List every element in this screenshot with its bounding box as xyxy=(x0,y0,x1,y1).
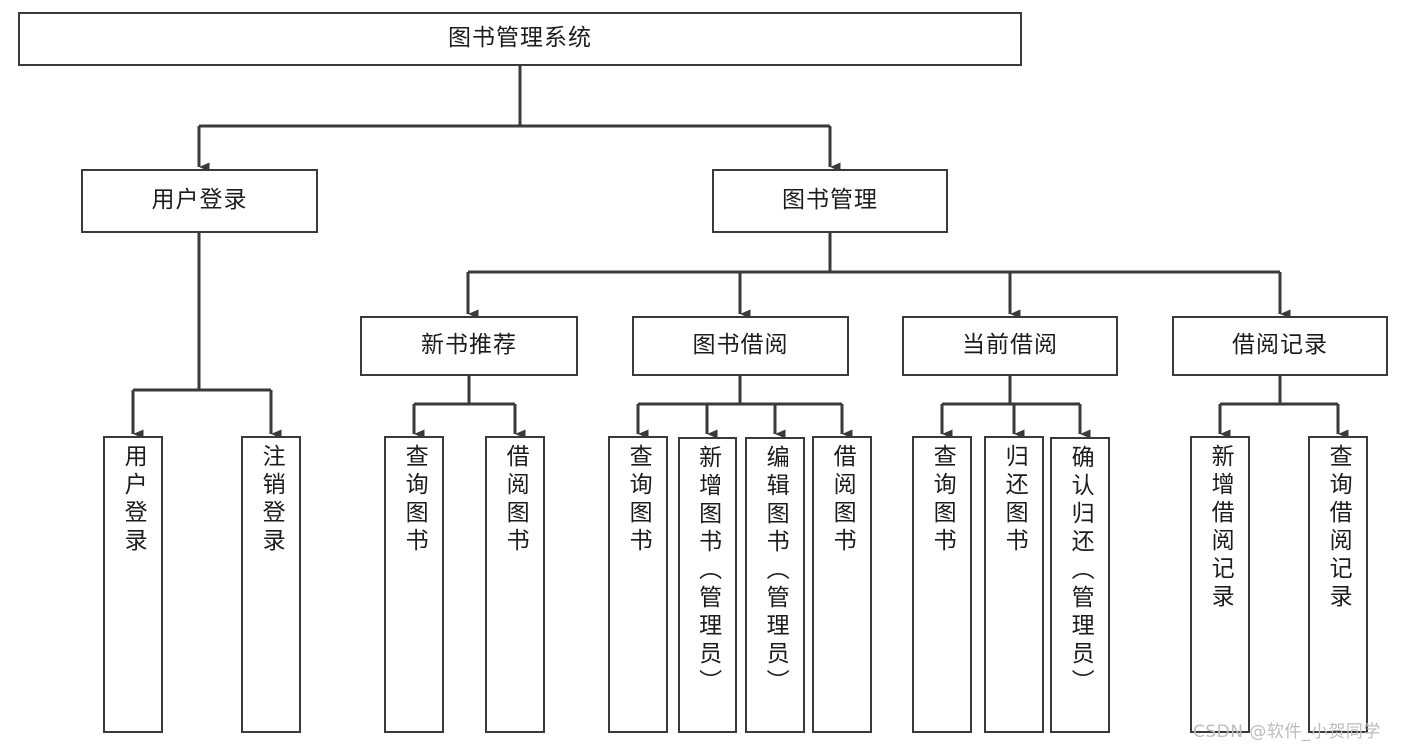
node-label: 注销登录 xyxy=(258,444,285,556)
node-leaf-return-book: 归还图书 xyxy=(984,436,1044,733)
node-leaf-query-book-1: 查询图书 xyxy=(384,436,444,733)
node-leaf-borrow-book-2: 借阅图书 xyxy=(812,436,872,733)
node-leaf-query-book-2: 查询图书 xyxy=(608,436,668,733)
node-label: 查询借阅记录 xyxy=(1325,444,1352,612)
node-label: 查询图书 xyxy=(929,444,956,556)
node-label: 图书管理 xyxy=(782,187,878,214)
node-label: 用户登录 xyxy=(120,444,147,556)
node-leaf-logout: 注销登录 xyxy=(241,436,301,733)
node-label: 用户登录 xyxy=(151,187,248,214)
node-book-borrow: 图书借阅 xyxy=(632,316,849,376)
node-leaf-query-record: 查询借阅记录 xyxy=(1308,436,1368,733)
node-leaf-add-book: 新增图书（管理员） xyxy=(678,437,737,733)
node-label: 借阅图书 xyxy=(829,444,856,556)
node-label: 图书借阅 xyxy=(692,332,789,359)
node-label: 确认归还（管理员） xyxy=(1067,445,1094,697)
node-label: 归还图书 xyxy=(1001,444,1028,556)
node-leaf-borrow-book-1: 借阅图书 xyxy=(485,436,545,733)
node-book-manage: 图书管理 xyxy=(712,169,948,233)
node-label: 新书推荐 xyxy=(421,332,517,359)
node-leaf-edit-book: 编辑图书（管理员） xyxy=(745,437,805,733)
node-label: 当前借阅 xyxy=(962,332,1058,359)
node-label: 查询图书 xyxy=(625,444,652,556)
node-borrow-record: 借阅记录 xyxy=(1172,316,1388,376)
connector-lines xyxy=(131,66,1349,439)
node-new-book-recommend: 新书推荐 xyxy=(360,316,578,376)
node-leaf-add-record: 新增借阅记录 xyxy=(1190,436,1250,733)
node-leaf-user-login: 用户登录 xyxy=(103,436,163,733)
node-current-borrow: 当前借阅 xyxy=(902,316,1118,376)
node-user-login: 用户登录 xyxy=(81,169,318,233)
node-label: 借阅记录 xyxy=(1232,332,1328,359)
node-label: 新增图书（管理员） xyxy=(694,445,721,697)
node-label: 新增借阅记录 xyxy=(1207,444,1234,612)
node-label: 图书管理系统 xyxy=(448,25,592,52)
node-root-图书管理系统: 图书管理系统 xyxy=(18,12,1022,66)
node-label: 查询图书 xyxy=(401,444,428,556)
node-leaf-query-book-3: 查询图书 xyxy=(912,436,972,733)
node-leaf-confirm-return: 确认归还（管理员） xyxy=(1050,437,1110,733)
node-label: 借阅图书 xyxy=(502,444,529,556)
node-label: 编辑图书（管理员） xyxy=(762,445,789,697)
